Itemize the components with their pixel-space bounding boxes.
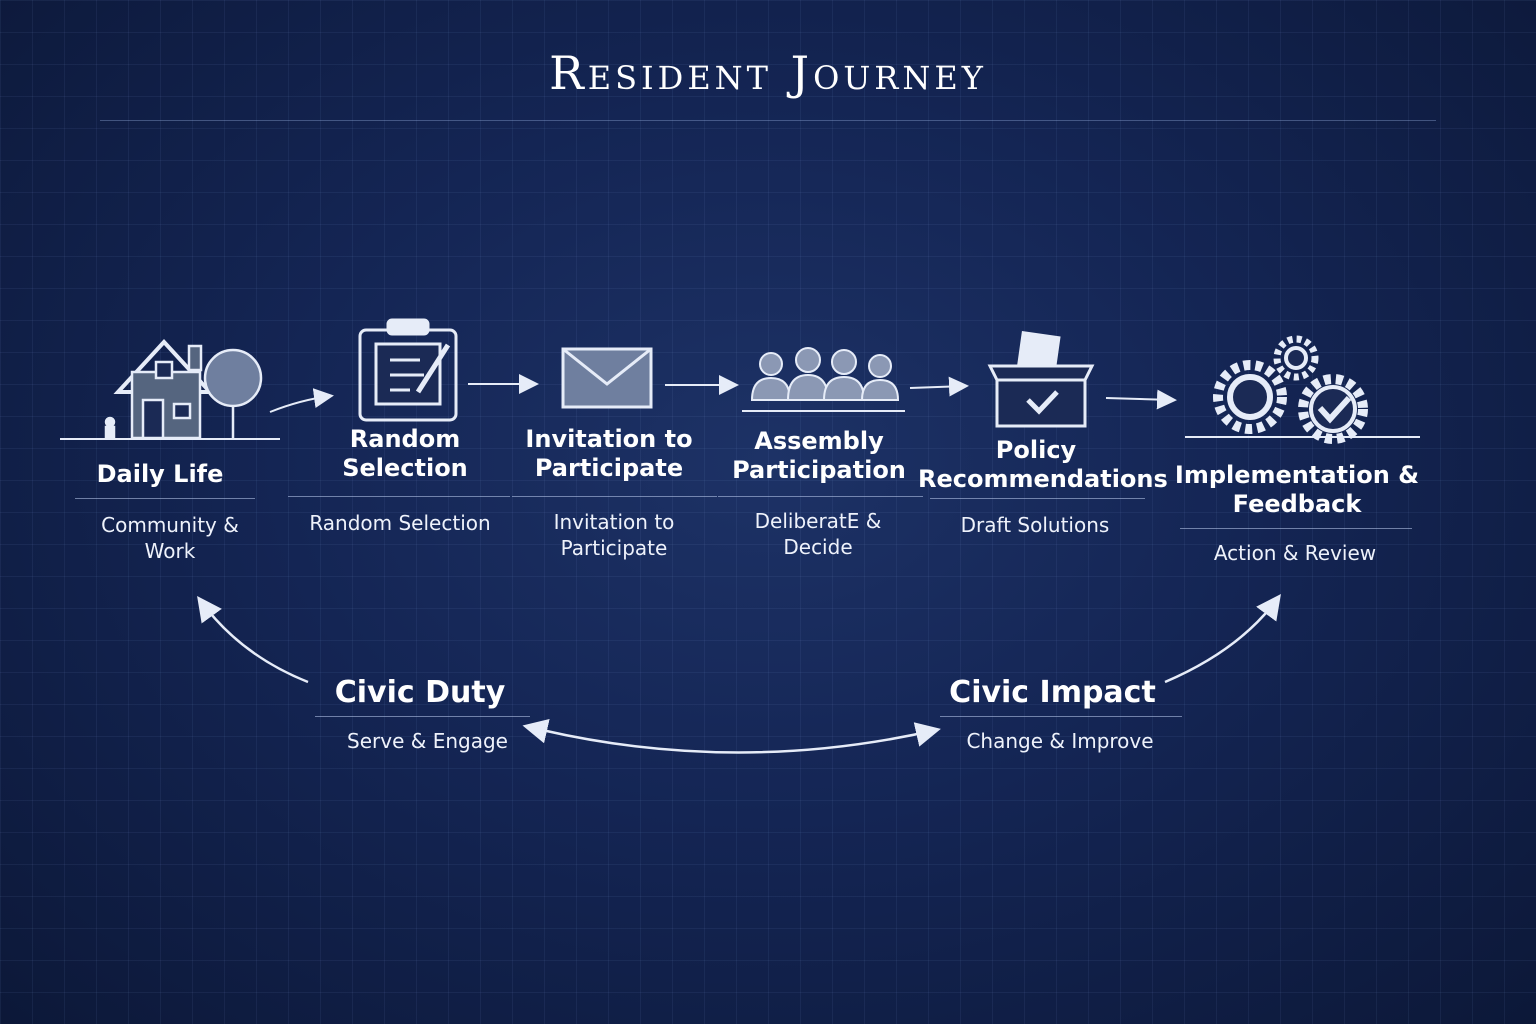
stage-random-selection-heading: Random Selection bbox=[342, 425, 468, 482]
cycle-arrow-up-left bbox=[197, 595, 309, 684]
diagram-title: Resident Journey bbox=[549, 46, 987, 100]
gears-icon bbox=[1213, 335, 1368, 444]
stage-implementation-heading: Implementation & Feedback bbox=[1174, 461, 1420, 518]
civic-duty-heading: Civic Duty bbox=[334, 675, 506, 710]
clipboard-icon bbox=[358, 318, 458, 422]
cycle-divider bbox=[315, 716, 530, 717]
stage-policy-sub: Draft Solutions bbox=[960, 513, 1110, 537]
stage-daily-life-heading: Daily Life bbox=[96, 460, 224, 488]
stage-divider bbox=[512, 496, 717, 497]
title-divider bbox=[100, 120, 1436, 121]
stage-divider bbox=[1180, 528, 1412, 529]
stage-random-selection-sub: Random Selection bbox=[309, 511, 491, 535]
stage-assembly-sub: DeliberatE & Decide bbox=[754, 509, 882, 559]
stage-invitation-sub: Invitation to Participate bbox=[553, 510, 675, 560]
stage-policy-heading: Policy Recommendations bbox=[918, 436, 1168, 493]
stage-assembly-heading: Assembly Participation bbox=[732, 427, 906, 484]
stage-divider bbox=[930, 498, 1145, 499]
stage-divider bbox=[75, 498, 255, 499]
stage-divider bbox=[288, 496, 510, 497]
civic-duty-sub: Serve & Engage bbox=[347, 729, 508, 753]
cycle-divider bbox=[940, 716, 1182, 717]
flow-arrow bbox=[1105, 389, 1177, 410]
people-icon bbox=[750, 347, 900, 401]
stage-invitation-heading: Invitation to Participate bbox=[525, 425, 693, 482]
stage-divider bbox=[718, 496, 923, 497]
stage-implementation-sub: Action & Review bbox=[1213, 541, 1377, 565]
flow-arrow bbox=[269, 388, 334, 413]
stage-daily-life-sub: Community & Work bbox=[101, 513, 239, 563]
flow-arrow bbox=[909, 376, 969, 397]
civic-impact-sub: Change & Improve bbox=[966, 729, 1154, 753]
cycle-arrow-between bbox=[522, 718, 941, 754]
house-icon bbox=[104, 339, 263, 440]
envelope-icon bbox=[561, 347, 653, 409]
civic-impact-heading: Civic Impact bbox=[949, 675, 1156, 710]
ballot-box-icon bbox=[987, 331, 1095, 428]
cycle-arrow-up-right bbox=[1164, 593, 1281, 684]
